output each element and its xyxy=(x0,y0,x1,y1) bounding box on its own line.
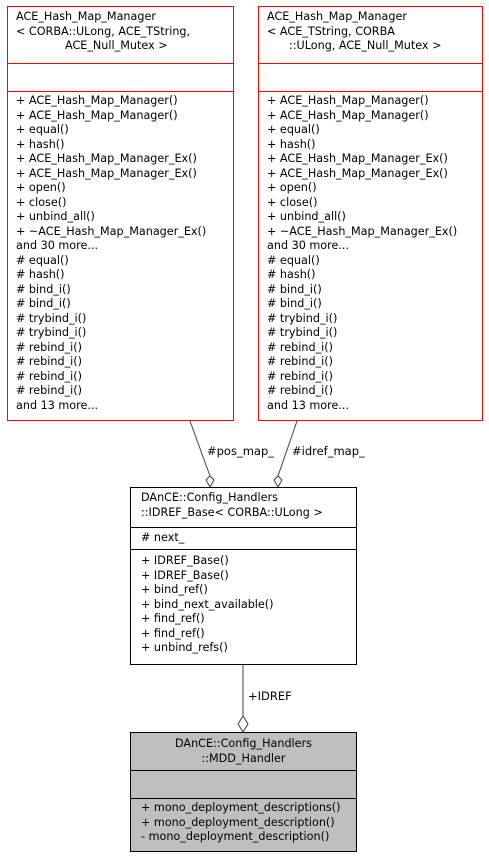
method-item: + ACE_Hash_Map_Manager_Ex() xyxy=(16,166,197,180)
method-item: + IDREF_Base() xyxy=(141,568,229,582)
attributes-section xyxy=(131,771,356,799)
method-item: + close() xyxy=(267,195,318,209)
method-item: + equal() xyxy=(16,123,69,136)
method-item: and 13 more... xyxy=(16,398,99,412)
method-item: + hash() xyxy=(267,137,316,151)
method-item: # hash() xyxy=(16,268,65,281)
method-item: + ~ACE_Hash_Map_Manager_Ex() xyxy=(16,224,207,238)
class-title: DAnCE::Config_Handlers ::MDD_Handler xyxy=(131,733,356,771)
method-item: # trybind_i() xyxy=(267,311,338,325)
title-line: ACE_Null_Mutex > xyxy=(65,39,168,52)
idref-label: +IDREF xyxy=(248,689,292,703)
pos-map-edge xyxy=(189,420,211,477)
method-item: + ~ACE_Hash_Map_Manager_Ex() xyxy=(267,224,458,238)
method-item: and 13 more... xyxy=(267,398,350,412)
method-item: + ACE_Hash_Map_Manager() xyxy=(267,108,429,122)
method-item: - mono_deployment_description() xyxy=(141,830,330,843)
methods-section: + mono_deployment_descriptions()+ mono_d… xyxy=(131,799,356,845)
method-item: # bind_i() xyxy=(267,297,322,310)
method-item: # trybind_i() xyxy=(267,326,338,339)
method-item: + bind_next_available() xyxy=(141,597,274,611)
method-item: # rebind_i() xyxy=(16,369,82,383)
title-line: ::MDD_Handler xyxy=(201,751,286,765)
method-item: and 30 more... xyxy=(16,239,99,252)
idref-diamond xyxy=(237,715,249,733)
method-item: + ACE_Hash_Map_Manager() xyxy=(16,94,178,107)
title-line: DAnCE::Config_Handlers xyxy=(175,737,312,750)
method-item: # equal() xyxy=(16,253,69,267)
method-item: # rebind_i() xyxy=(267,369,333,383)
method-item: + hash() xyxy=(16,137,65,151)
method-item: # hash() xyxy=(267,268,316,281)
idref-map-label: #idref_map_ xyxy=(292,444,365,458)
attribute-next: # next_ xyxy=(141,531,185,544)
method-item: # rebind_i() xyxy=(16,355,82,368)
method-item: # trybind_i() xyxy=(16,326,87,339)
method-item: # rebind_i() xyxy=(267,355,333,368)
method-item: + mono_deployment_description() xyxy=(141,815,335,829)
method-item: + ACE_Hash_Map_Manager_Ex() xyxy=(16,152,197,165)
class-title: DAnCE::Config_Handlers ::IDREF_Base< COR… xyxy=(131,488,356,528)
method-item: + ACE_Hash_Map_Manager_Ex() xyxy=(267,152,448,165)
attributes-section xyxy=(259,64,482,92)
method-item: + IDREF_Base() xyxy=(141,554,229,567)
method-item: + unbind_all() xyxy=(267,210,346,223)
class-title: ACE_Hash_Map_Manager < CORBA::ULong, ACE… xyxy=(8,7,233,64)
method-item: # trybind_i() xyxy=(16,311,87,325)
method-item: # rebind_i() xyxy=(267,384,333,397)
attributes-section: # next_ xyxy=(131,528,356,550)
class-hash-map-tstring-ulong[interactable]: ACE_Hash_Map_Manager < ACE_TString, CORB… xyxy=(258,6,483,421)
method-item: # bind_i() xyxy=(16,282,71,296)
method-item: + unbind_refs() xyxy=(141,641,228,654)
method-item: + find_ref() xyxy=(141,612,205,625)
method-item: + open() xyxy=(267,181,317,194)
method-item: + ACE_Hash_Map_Manager() xyxy=(16,108,178,122)
attributes-section xyxy=(8,64,233,92)
title-line: < CORBA::ULong, ACE_TString, xyxy=(16,24,191,38)
title-line: DAnCE::Config_Handlers xyxy=(141,491,278,504)
method-item: and 30 more... xyxy=(267,239,350,252)
class-title: ACE_Hash_Map_Manager < ACE_TString, CORB… xyxy=(259,7,482,64)
pos-map-diamond xyxy=(205,475,215,489)
idref-map-diamond xyxy=(273,475,283,489)
method-item: # equal() xyxy=(267,253,320,267)
title-line: < ACE_TString, CORBA xyxy=(267,24,395,38)
method-item: + close() xyxy=(16,195,67,209)
method-item: + find_ref() xyxy=(141,626,205,640)
method-item: # rebind_i() xyxy=(16,340,82,354)
method-item: + equal() xyxy=(267,123,320,136)
method-item: + ACE_Hash_Map_Manager_Ex() xyxy=(267,166,448,180)
method-item: # rebind_i() xyxy=(267,340,333,354)
class-mdd-handler[interactable]: DAnCE::Config_Handlers ::MDD_Handler + m… xyxy=(130,732,357,852)
class-hash-map-ulong-tstring[interactable]: ACE_Hash_Map_Manager < CORBA::ULong, ACE… xyxy=(7,6,234,421)
title-line: ::IDREF_Base< CORBA::ULong > xyxy=(141,505,323,519)
method-item: # bind_i() xyxy=(267,282,322,296)
class-idref-base[interactable]: DAnCE::Config_Handlers ::IDREF_Base< COR… xyxy=(130,487,357,665)
title-line: ::ULong, ACE_Null_Mutex > xyxy=(289,39,442,52)
methods-section: + IDREF_Base()+ IDREF_Base()+ bind_ref()… xyxy=(131,550,356,656)
methods-section: + ACE_Hash_Map_Manager()+ ACE_Hash_Map_M… xyxy=(8,92,233,413)
pos-map-label: #pos_map_ xyxy=(207,444,275,458)
title-line: ACE_Hash_Map_Manager xyxy=(267,10,407,23)
method-item: + open() xyxy=(16,181,66,194)
method-item: + bind_ref() xyxy=(141,583,208,596)
methods-section: + ACE_Hash_Map_Manager()+ ACE_Hash_Map_M… xyxy=(259,92,482,413)
method-item: # bind_i() xyxy=(16,297,71,310)
method-item: + unbind_all() xyxy=(16,210,95,223)
method-item: # rebind_i() xyxy=(16,384,82,397)
title-line: ACE_Hash_Map_Manager xyxy=(16,10,156,23)
idref-map-edge xyxy=(277,420,298,477)
method-item: + ACE_Hash_Map_Manager() xyxy=(267,94,429,107)
method-item: + mono_deployment_descriptions() xyxy=(141,801,341,814)
